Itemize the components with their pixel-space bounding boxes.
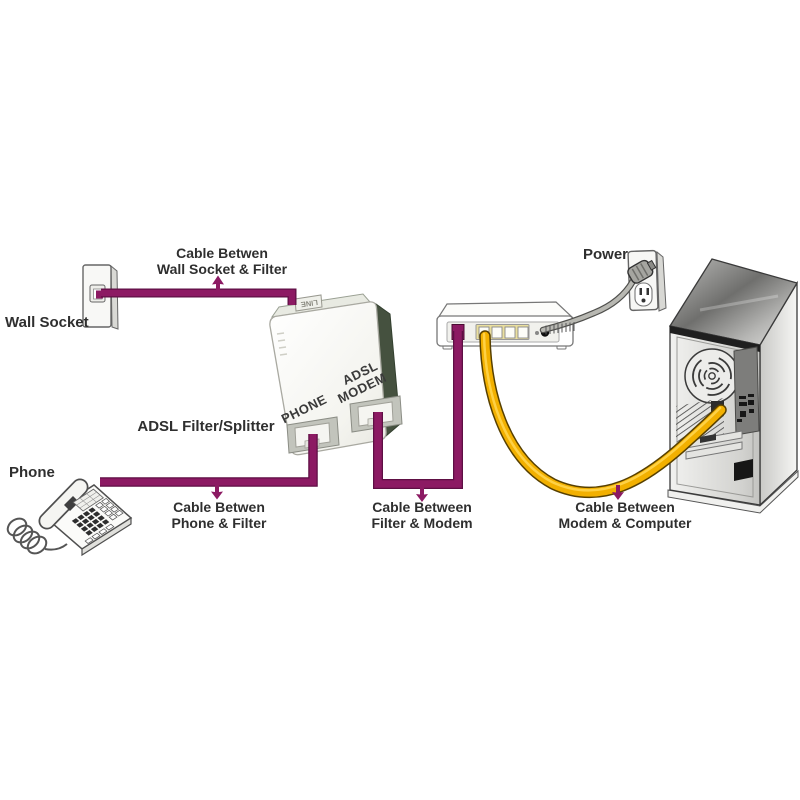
outlet-socket — [634, 282, 653, 307]
down-arrow-phone-filter-icon — [211, 484, 223, 500]
power-plug-icon — [627, 259, 657, 284]
computer-tower-illustration — [667, 258, 799, 514]
modem-to-computer-cable — [479, 330, 727, 499]
filter-ridges — [276, 332, 288, 356]
phone-cradle-hook — [64, 496, 79, 511]
wall-socket-label: Wall Socket — [5, 314, 89, 331]
cable-filter-modem-label-line1: Cable Between — [372, 499, 472, 515]
phone-keypad — [71, 488, 124, 544]
phone-to-filter-cable-outline — [100, 434, 318, 487]
phone-illustration — [6, 478, 133, 557]
line-port — [294, 294, 323, 312]
wall-jack — [96, 290, 103, 299]
expansion-slots — [685, 430, 743, 460]
cable-wall-filter-label-line2: Wall Socket & Filter — [157, 261, 288, 277]
down-arrow-filter-modem-icon — [416, 487, 428, 502]
fan-grille-icon — [684, 348, 740, 404]
wall-to-filter-cable — [101, 289, 296, 305]
phone-handset — [40, 480, 87, 528]
cable-phone-filter-label-line1: Cable Betwen — [173, 499, 265, 515]
router-reset-button — [535, 331, 539, 335]
cable-phone-filter-label-line2: Phone & Filter — [172, 515, 267, 531]
power-label: Power — [583, 246, 628, 263]
filter-line-port-label: LINE — [300, 298, 318, 309]
cord-strain-relief — [545, 322, 575, 335]
modem-router-illustration — [436, 301, 574, 350]
power-cord — [539, 277, 637, 335]
cable-filter-modem-label-line2: Filter & Modem — [371, 515, 472, 531]
io-ports-icon — [737, 394, 754, 422]
cable-modem-computer-label-line1: Cable Between — [575, 499, 675, 515]
cable-wall-filter-label-line1: Cable Betwen — [176, 245, 268, 261]
phone-to-filter-cable — [100, 434, 317, 486]
filter-to-modem-cable — [374, 331, 462, 488]
cable-modem-computer-label-line2: Modem & Computer — [559, 515, 693, 531]
filter-label: ADSL Filter/Splitter — [137, 418, 274, 435]
down-arrow-modem-computer-icon — [612, 485, 624, 500]
phone-label: Phone — [9, 464, 55, 481]
up-arrow-icon — [212, 275, 224, 293]
power-inlet — [734, 459, 753, 481]
phone-coil-cord — [6, 517, 68, 555]
